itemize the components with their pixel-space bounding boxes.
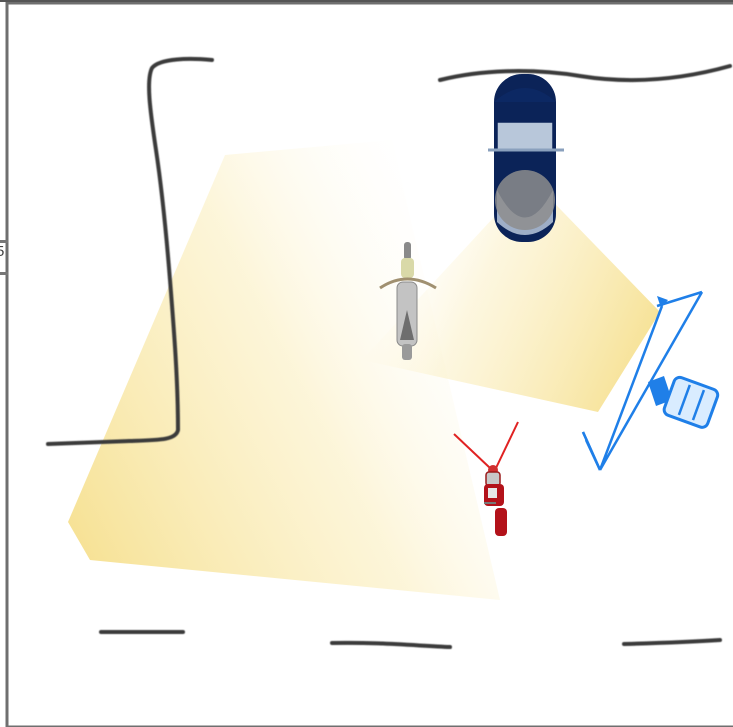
- road-lines: [46, 56, 732, 649]
- bicycle-icon: [453, 421, 519, 536]
- light-beam-left: [68, 140, 500, 600]
- motorcycle-icon: [379, 242, 437, 360]
- road-line-bottom-3: [622, 638, 722, 646]
- car-icon: [488, 74, 564, 242]
- page-marker-text: 5: [0, 243, 5, 260]
- road-line-left-curb: [46, 56, 214, 446]
- camera-icon: [581, 290, 720, 471]
- road-line-bottom-2: [330, 640, 452, 649]
- light-beam-right: [362, 178, 660, 412]
- frame-border: [5, 1, 733, 727]
- road-line-top: [438, 64, 732, 83]
